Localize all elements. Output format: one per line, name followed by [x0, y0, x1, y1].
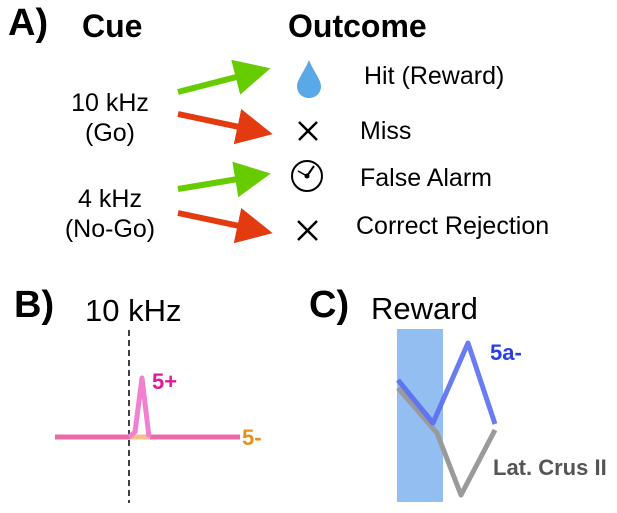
panel-c-title: Reward [371, 291, 478, 326]
nogo-fa-arrow [177, 161, 271, 198]
go-hit-arrow [177, 59, 271, 95]
cue-nogo: 4 kHz (No-Go) [50, 184, 170, 244]
go-miss-arrow [177, 109, 273, 145]
trace-5a-minus [396, 340, 498, 426]
nogo-cr-arrow [177, 208, 273, 244]
label-5-minus: 5- [242, 425, 262, 450]
panel-a-letter: A) [8, 2, 49, 44]
cue-nogo-freq: 4 kHz [78, 185, 142, 213]
panel-b-letter: B) [14, 284, 55, 326]
panel-b-title: 10 kHz [85, 293, 182, 328]
outcome-miss: Miss [360, 117, 412, 145]
label-5a-minus: 5a- [490, 340, 522, 365]
trace-lat-crus-ii [396, 386, 498, 498]
outcome-header: Outcome [288, 8, 427, 44]
cue-go: 10 kHz (Go) [50, 88, 170, 148]
cue-go-freq: 10 kHz [71, 89, 149, 117]
outcome-false-alarm: False Alarm [360, 164, 492, 192]
label-lat-crus-ii: Lat. Crus II [493, 455, 607, 480]
water-drop-icon [297, 60, 321, 98]
cue-header: Cue [82, 8, 143, 44]
cue-go-type: (Go) [85, 119, 135, 147]
x-mark-icon [297, 220, 318, 241]
outcome-correct-rejection: Correct Rejection [356, 212, 550, 240]
label-5-plus: 5+ [152, 369, 178, 394]
clock-icon [291, 160, 323, 192]
panel-c-letter: C) [309, 284, 350, 326]
cue-nogo-type: (No-Go) [64, 215, 156, 243]
x-mark-icon [298, 121, 318, 141]
outcome-hit: Hit (Reward) [364, 62, 505, 90]
trace-5-plus [127, 375, 152, 439]
